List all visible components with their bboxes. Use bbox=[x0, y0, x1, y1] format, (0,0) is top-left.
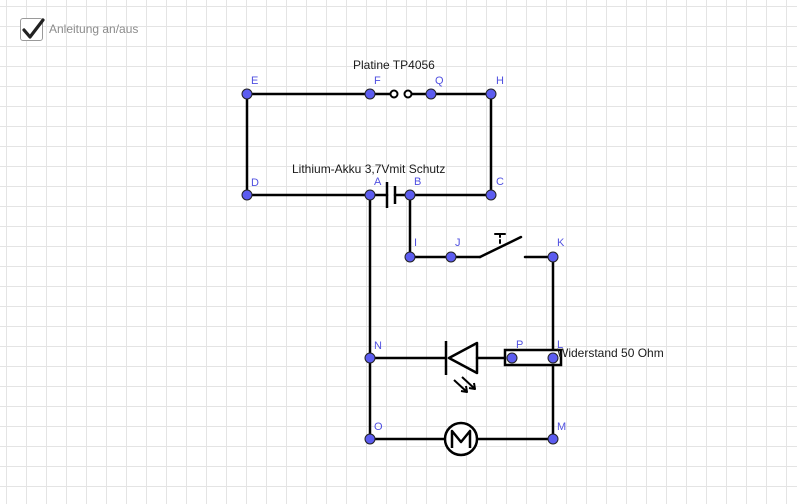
point-label-j: J bbox=[455, 237, 461, 249]
point-label-f: F bbox=[374, 75, 381, 87]
battery-label: Lithium-Akku 3,7Vmit Schutz bbox=[292, 162, 445, 176]
point-p[interactable] bbox=[506, 352, 518, 364]
motor-symbol bbox=[443, 421, 479, 457]
point-label-c: C bbox=[496, 176, 504, 188]
point-k[interactable] bbox=[547, 251, 559, 263]
point-label-h: H bbox=[496, 75, 504, 87]
point-label-o: O bbox=[374, 421, 383, 433]
point-label-n: N bbox=[374, 340, 382, 352]
point-m[interactable] bbox=[547, 433, 559, 445]
point-label-d: D bbox=[251, 177, 259, 189]
platine-label: Platine TP4056 bbox=[353, 58, 435, 72]
point-label-m: M bbox=[557, 421, 566, 433]
instructions-checkbox[interactable] bbox=[20, 17, 45, 41]
point-label-q: Q bbox=[435, 75, 444, 87]
point-label-p: P bbox=[516, 339, 523, 351]
point-l[interactable] bbox=[547, 352, 559, 364]
point-b[interactable] bbox=[404, 189, 416, 201]
battery-symbol bbox=[385, 182, 397, 208]
tp4056-contacts bbox=[389, 89, 413, 99]
switch-symbol bbox=[478, 233, 523, 259]
point-f[interactable] bbox=[364, 88, 376, 100]
point-n[interactable] bbox=[364, 352, 376, 364]
point-o[interactable] bbox=[364, 433, 376, 445]
checkmark-icon bbox=[22, 17, 45, 39]
instructions-toggle[interactable]: Anleitung an/aus bbox=[20, 16, 138, 42]
point-label-b: B bbox=[414, 176, 421, 188]
point-j[interactable] bbox=[445, 251, 457, 263]
point-label-i: I bbox=[414, 237, 417, 249]
point-d[interactable] bbox=[241, 189, 253, 201]
point-label-e: E bbox=[251, 75, 258, 87]
led-symbol bbox=[444, 341, 479, 393]
point-h[interactable] bbox=[485, 88, 497, 100]
resistor-label: Widerstand 50 Ohm bbox=[557, 346, 664, 360]
point-c[interactable] bbox=[485, 189, 497, 201]
point-a[interactable] bbox=[364, 189, 376, 201]
point-e[interactable] bbox=[241, 88, 253, 100]
point-label-k: K bbox=[557, 237, 565, 249]
point-q[interactable] bbox=[425, 88, 437, 100]
point-i[interactable] bbox=[404, 251, 416, 263]
instructions-toggle-label: Anleitung an/aus bbox=[49, 22, 139, 36]
resistor-symbol bbox=[503, 348, 563, 367]
point-label-l: L bbox=[557, 339, 563, 351]
point-label-a: A bbox=[374, 176, 382, 188]
